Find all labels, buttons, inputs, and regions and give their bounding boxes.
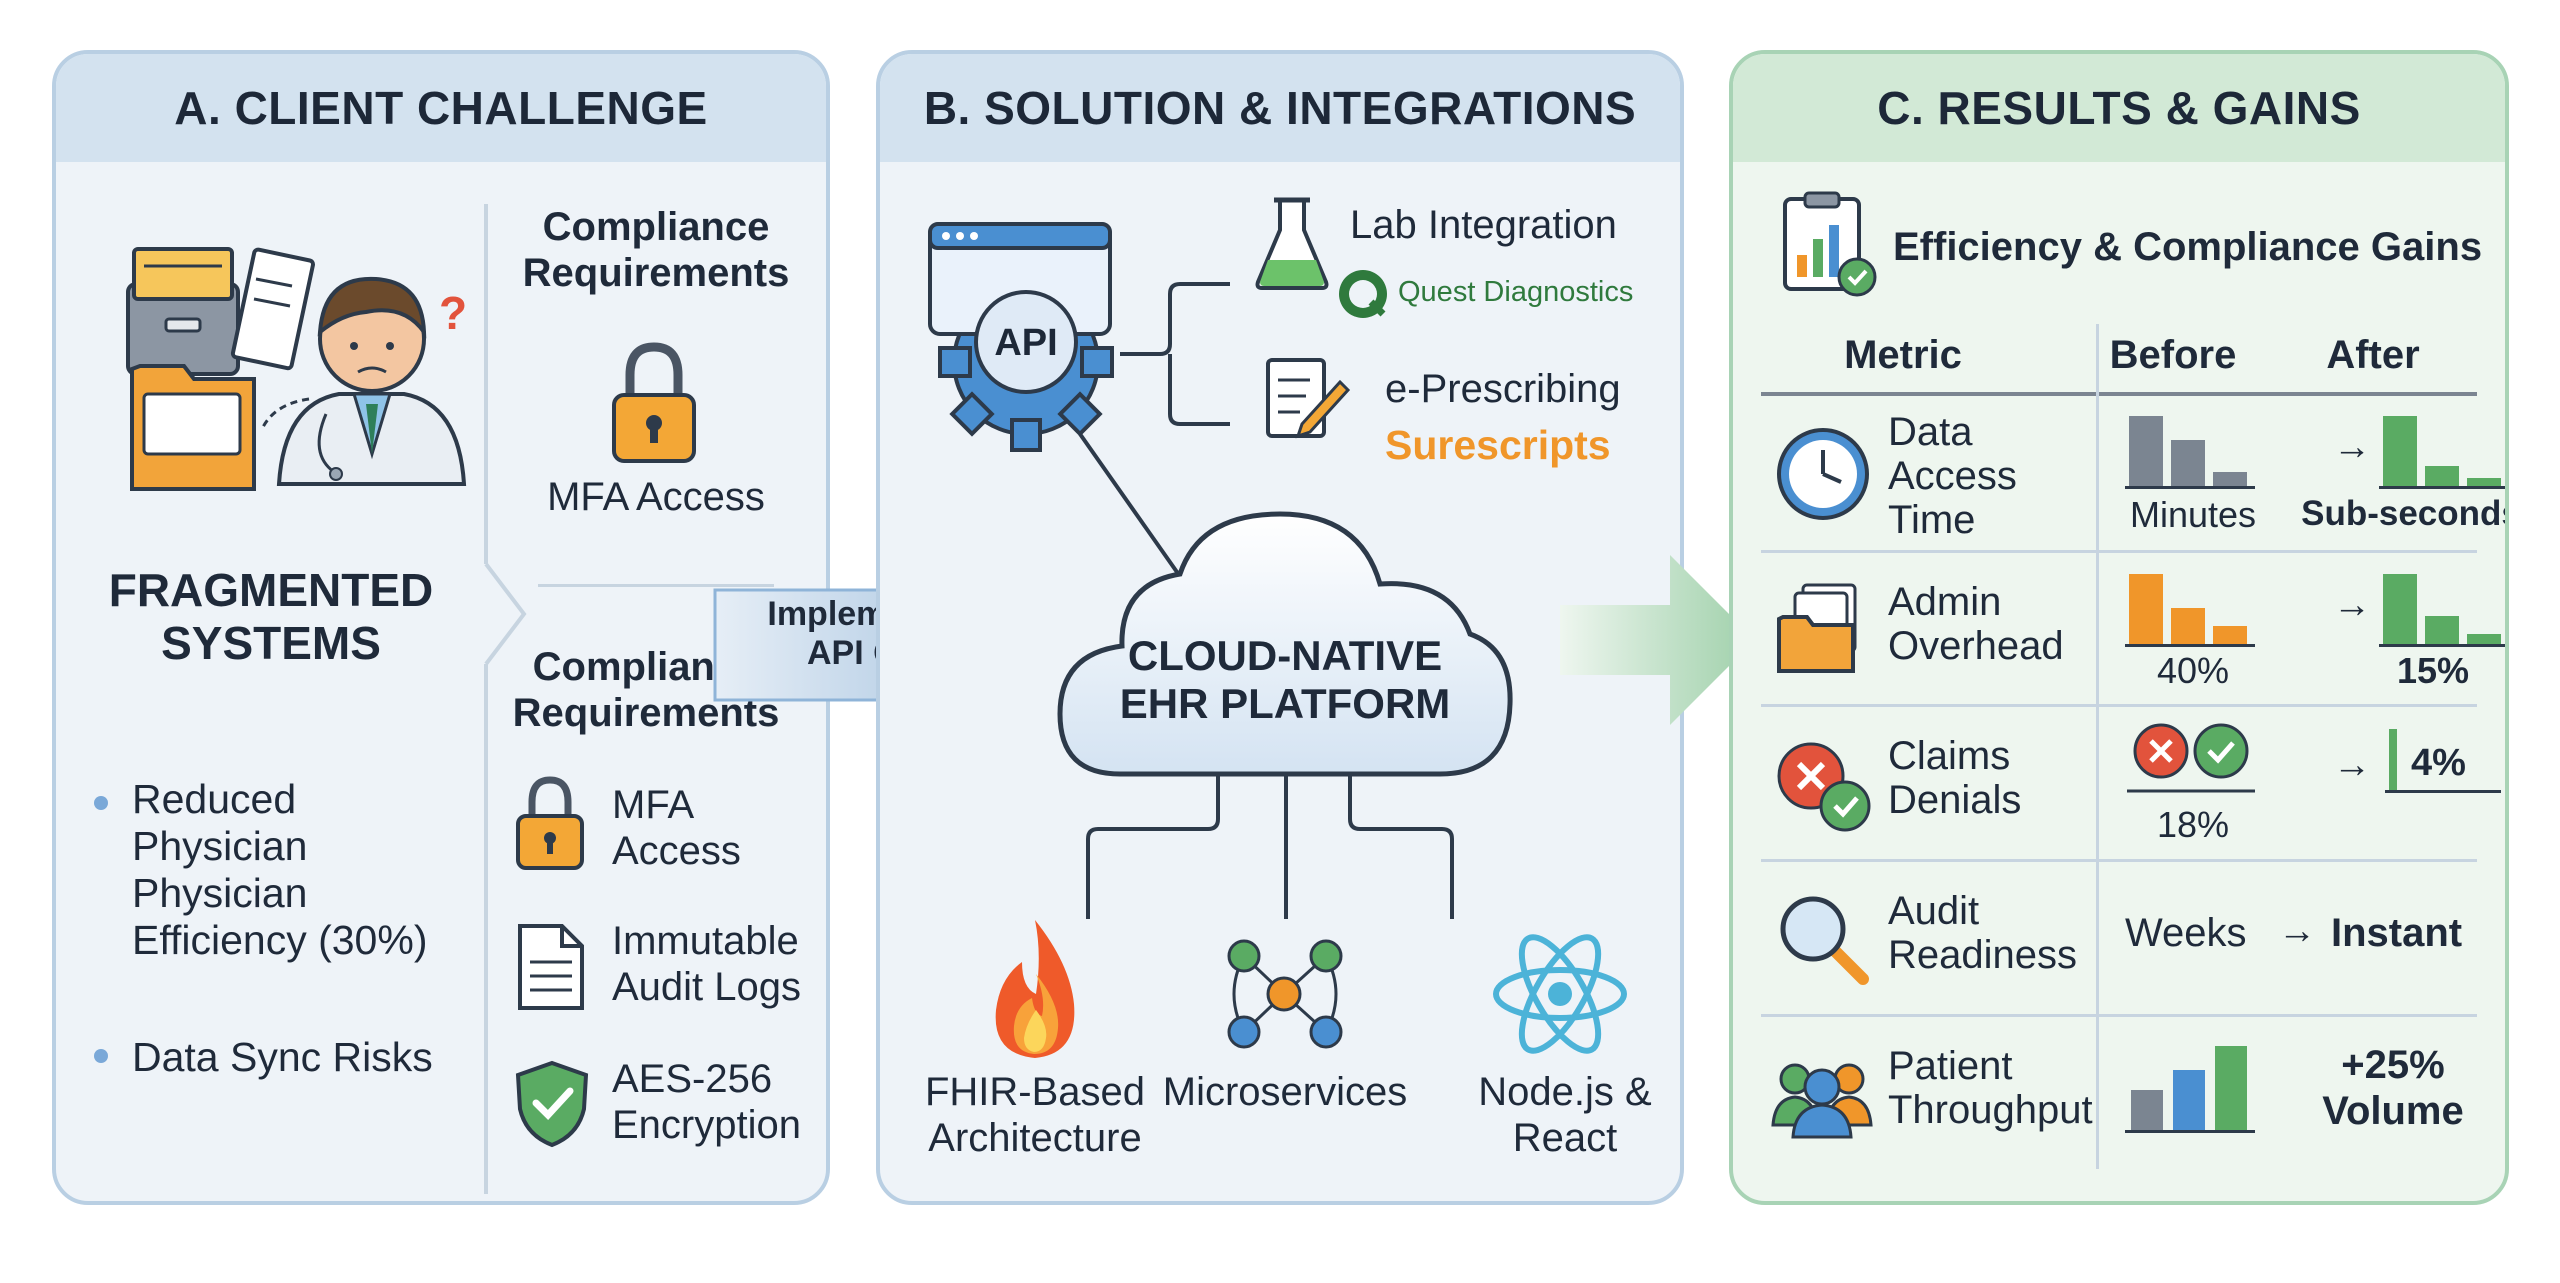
aes-256-encryption: AES-256 Encryption	[612, 1057, 801, 1147]
before-claims: 18%	[2156, 804, 2230, 845]
compliance-heading-top: Compliance Requirements	[522, 205, 790, 295]
tech-fhir: FHIR-Based Architecture	[924, 1070, 1146, 1160]
before-data-access: Minutes	[2129, 494, 2257, 535]
lock-icon	[516, 776, 584, 870]
panel-solution-integrations: B. SOLUTION & INTEGRATIONS API Lab In	[876, 50, 1684, 1205]
cloud-icon	[1057, 511, 1513, 777]
row-separator	[1761, 1014, 2477, 1017]
api-gear-icon	[928, 222, 1114, 452]
shield-check-icon	[515, 1060, 589, 1148]
lab-integration-label: Lab Integration	[1350, 203, 1617, 247]
users-group-icon	[1771, 1063, 1873, 1139]
doctor-icon	[276, 276, 467, 486]
panel-results-gains: C. RESULTS & GAINS Efficiency & Complian…	[1729, 50, 2509, 1205]
results-subtitle: Efficiency & Compliance Gains	[1893, 225, 2483, 269]
after-bars-admin	[2379, 568, 2505, 647]
metric-patient-throughput: Patient Throughput	[1888, 1044, 2093, 1132]
quest-logo-icon	[1339, 270, 1387, 318]
flame-icon	[995, 920, 1075, 1058]
panel-c-title: C. RESULTS & GAINS	[1733, 54, 2505, 162]
row-separator	[1761, 550, 2477, 553]
react-atom-icon	[1493, 934, 1627, 1054]
after-claims-baseline	[2385, 790, 2501, 793]
column-metric: Metric	[1844, 333, 1962, 377]
compliance-heading-bottom: Compliance Requirements	[512, 645, 780, 735]
prescription-icon	[1266, 358, 1351, 439]
after-admin: 15%	[2396, 650, 2470, 691]
results-arrow	[1560, 555, 1755, 725]
throughput-bars	[2125, 1044, 2255, 1133]
audit-log-icon	[518, 924, 584, 1010]
magnifier-icon	[1780, 896, 1869, 985]
mfa-access-top: MFA Access	[547, 475, 765, 519]
quest-diagnostics-brand: Quest Diagnostics	[1398, 276, 1634, 308]
arrow-right-icon: →	[2333, 426, 2371, 468]
bullet-reduced-efficiency: Reduced Physician Physician Efficiency (…	[132, 776, 428, 964]
arrow-right-icon: →	[2333, 744, 2371, 786]
arrow-right-icon: →	[2333, 584, 2371, 626]
metric-claims-denials: Claims Denials	[1888, 734, 2022, 822]
before-bars-admin	[2125, 568, 2255, 647]
metric-data-access-time: Data Access Time	[1888, 410, 2017, 542]
after-bar-claims	[2389, 729, 2397, 791]
before-audit: Weeks	[2125, 911, 2247, 955]
after-audit: Instant	[2331, 911, 2463, 955]
document-icon	[230, 247, 315, 371]
bullet-dot	[94, 1049, 108, 1063]
metric-audit-readiness: Audit Readiness	[1888, 889, 2078, 977]
metric-admin-overhead: Admin Overhead	[1888, 580, 2064, 668]
panel-b-title: B. SOLUTION & INTEGRATIONS	[880, 54, 1680, 162]
after-bars-data-access	[2379, 410, 2505, 489]
after-claims: 4%	[2411, 742, 2466, 784]
flask-icon	[1255, 197, 1329, 290]
before-bars-data-access	[2125, 410, 2255, 489]
column-after: After	[2326, 333, 2420, 377]
arrow-right-icon: →	[2278, 910, 2316, 952]
microservices-icon	[1227, 939, 1343, 1049]
mfa-access-bottom: MFA Access	[612, 783, 741, 873]
api-label: API	[994, 322, 1058, 364]
panel-a-title: A. CLIENT CHALLENGE	[56, 54, 826, 162]
tech-branch-lines	[1086, 773, 1454, 919]
after-throughput: +25% Volume	[2322, 1043, 2464, 1133]
column-divider	[2096, 324, 2099, 1169]
tech-microservices: Microservices	[1162, 1070, 1408, 1114]
clock-icon	[1777, 428, 1869, 520]
lock-icon	[612, 342, 696, 463]
file-drawer-icon	[126, 247, 240, 376]
claims-denial-icon	[1777, 742, 1871, 832]
before-claims-icons	[2127, 723, 2255, 793]
immutable-audit-logs: Immutable Audit Logs	[612, 919, 802, 1009]
after-data-access: Sub-seconds	[2301, 494, 2509, 533]
tech-node-react: Node.js & React	[1478, 1070, 1652, 1160]
question-mark-icon: ?	[439, 287, 467, 339]
panel-client-challenge: A. CLIENT CHALLENGE	[52, 50, 830, 1205]
report-chart-icon	[1783, 191, 1877, 297]
folder-icon	[130, 364, 256, 491]
compliance-separator	[538, 584, 774, 587]
panel-a-divider	[484, 204, 527, 1194]
row-separator	[1761, 704, 2477, 707]
column-before: Before	[2109, 333, 2237, 377]
platform-label: CLOUD-NATIVE EHR PLATFORM	[1119, 632, 1451, 728]
admin-folder-icon	[1777, 583, 1857, 673]
row-separator	[1761, 859, 2477, 862]
surescripts-brand: Surescripts	[1385, 422, 1611, 468]
doctor-files-illustration: ?	[126, 247, 467, 491]
bullet-data-sync-risks: Data Sync Risks	[132, 1034, 433, 1080]
bullet-dot	[94, 796, 108, 810]
header-rule	[1761, 392, 2477, 396]
before-admin: 40%	[2156, 650, 2230, 691]
e-prescribing-label: e-Prescribing	[1385, 367, 1621, 411]
api-branch-lines	[1120, 282, 1230, 426]
fragmented-systems-title: FRAGMENTED SYSTEMS	[108, 564, 434, 669]
